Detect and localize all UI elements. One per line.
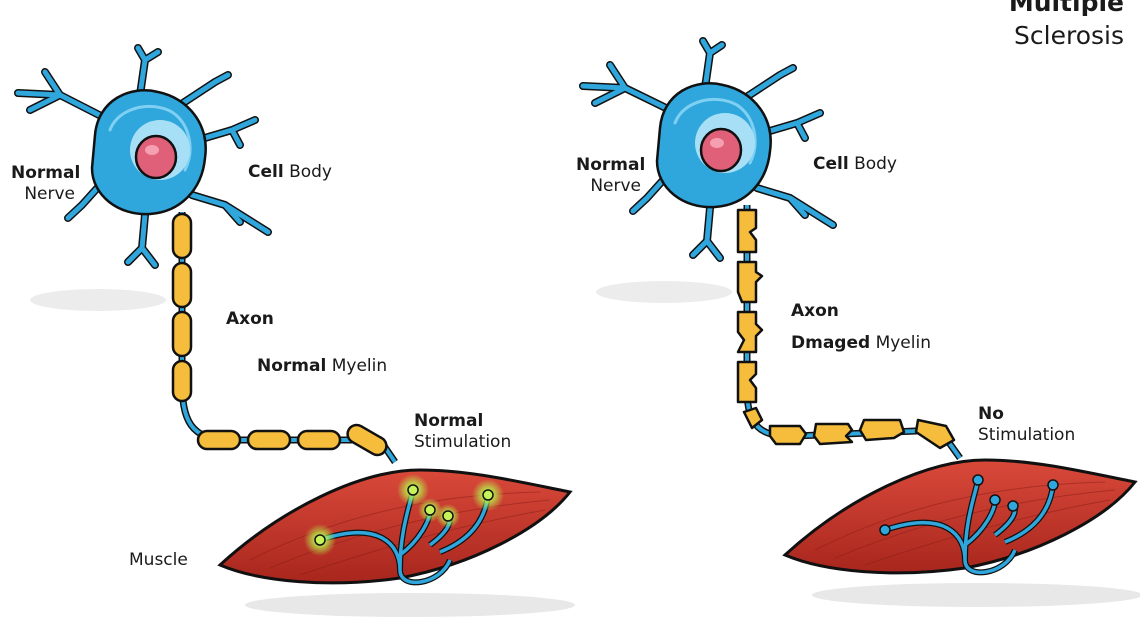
left-myelin-reg: Myelin [331, 356, 388, 376]
left-cell-label: Cell Body [248, 162, 332, 183]
left-nerve-reg: Nerve [24, 184, 75, 204]
right-cell-bold: Cell [813, 154, 849, 174]
right-nucleus [699, 127, 743, 173]
right-axon-text: Axon [791, 301, 839, 321]
right-nerve-reg: Nerve [590, 176, 641, 196]
page-title: Multiple Sclerosis [1009, 0, 1124, 52]
left-nerve-label: Normal Nerve [11, 163, 80, 205]
right-muscle [782, 458, 1138, 576]
left-stim-bold: Normal [414, 411, 484, 431]
left-nucleus [134, 134, 178, 180]
right-cell-reg: Body [854, 154, 897, 174]
shadow-left-muscle [245, 593, 575, 617]
right-nerve-label: Normal Nerve [576, 155, 645, 197]
right-axon-label: Axon [791, 301, 839, 322]
left-muscle-label: Muscle [129, 550, 188, 571]
left-cell-bold: Cell [248, 162, 284, 182]
right-stim-label: No Stimulation [978, 404, 1075, 446]
left-stimulation-glow [304, 474, 504, 556]
left-myelin-label: Normal Myelin [257, 356, 387, 377]
title-regular: Sclerosis [1014, 21, 1124, 50]
title-bold: Multiple [1008, 0, 1124, 17]
left-myelin-bold: Normal [257, 356, 327, 376]
right-stim-bold: No [978, 404, 1004, 424]
left-stim-reg: Stimulation [414, 432, 512, 452]
shadow-right-muscle [812, 583, 1140, 607]
right-nerve-bold: Normal [576, 155, 646, 175]
left-axon-text: Axon [226, 309, 274, 329]
right-neuron [579, 37, 837, 262]
shadow-left-cell [30, 289, 166, 311]
shadow-right-cell [596, 281, 732, 303]
left-axon [178, 212, 398, 464]
left-myelin [171, 212, 388, 457]
right-myelin-bold: Dmaged [791, 333, 871, 353]
left-muscle-text: Muscle [129, 550, 188, 570]
right-myelin-label: Dmaged Myelin [791, 333, 931, 354]
left-nerve-bold: Normal [11, 163, 81, 183]
left-neuron [14, 44, 272, 269]
right-myelin-reg: Myelin [875, 333, 931, 353]
left-axon-label: Axon [226, 309, 274, 330]
right-stim-reg: Stimulation [978, 425, 1076, 445]
left-stim-label: Normal Stimulation [414, 411, 511, 453]
right-axon [743, 205, 963, 461]
right-damaged-myelin [736, 208, 956, 450]
left-cell-reg: Body [289, 162, 332, 182]
right-cell-label: Cell Body [813, 154, 897, 175]
left-muscle [217, 468, 573, 586]
